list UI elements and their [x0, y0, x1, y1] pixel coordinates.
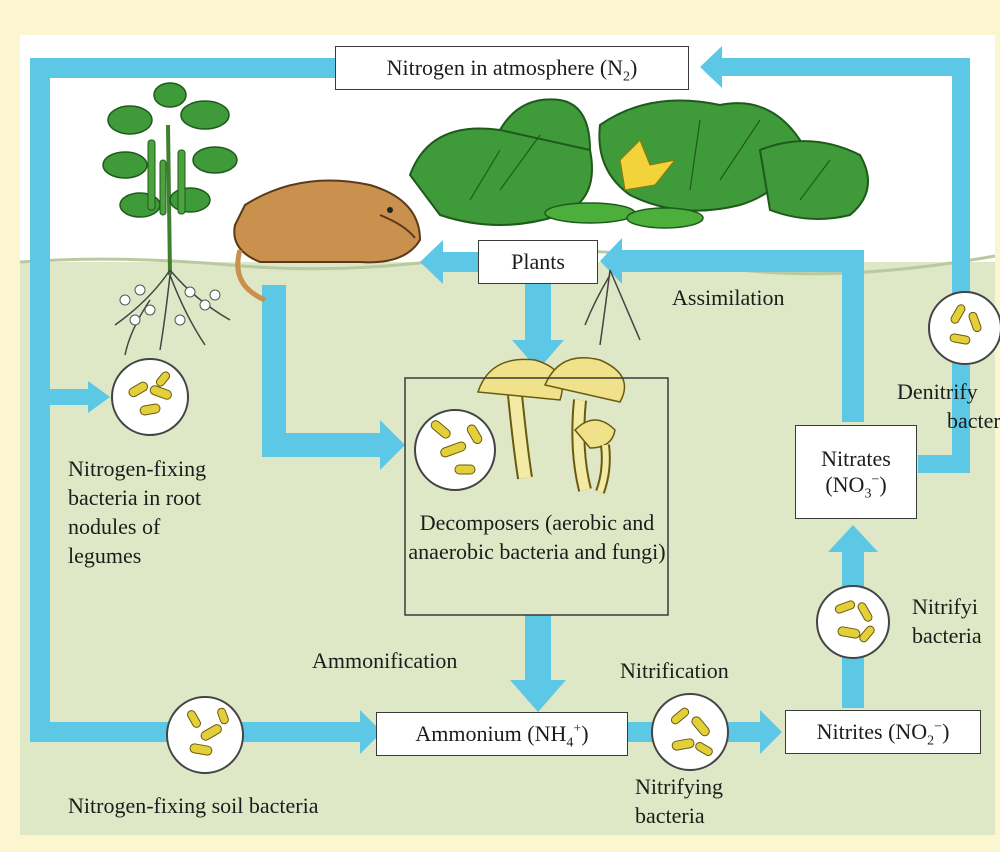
bacteria-icon — [112, 359, 188, 435]
assimilation-label: Assimilation — [672, 283, 784, 312]
nitrites-box: Nitrites (NO2−) — [785, 710, 981, 754]
plants-box: Plants — [478, 240, 598, 284]
nitrifying-bacteria-bottom-label: Nitrifying bacteria — [635, 772, 723, 827]
nitrites-label: Nitrites (NO2−) — [817, 719, 950, 745]
bacteria-icon — [415, 410, 495, 490]
root-bacteria-label: Nitrogen-fixing bacteria in root nodules… — [68, 454, 206, 570]
bacteria-icon — [929, 292, 1000, 364]
nitrifying-bacteria-right-label: Nitrifyi bacteria — [912, 592, 982, 650]
arrow-mole-down — [262, 285, 286, 455]
plants-label: Plants — [511, 249, 565, 275]
bacteria-icon — [817, 586, 889, 658]
arrow-assimilation-horizontal — [620, 250, 864, 272]
arrow-plants-down — [525, 283, 551, 345]
ammonium-box: Ammonium (NH4+) — [376, 712, 628, 756]
arrow-mole-right — [262, 433, 384, 457]
ammonium-label: Ammonium (NH4+) — [415, 721, 588, 747]
nitrates-box: Nitrates (NO3−) — [795, 425, 917, 519]
arrow-assimilation-vertical — [842, 250, 864, 422]
arrow-decomposers-down — [525, 615, 551, 685]
nitrates-formula: (NO3−) — [825, 472, 886, 498]
nitrification-label: Nitrification — [620, 656, 729, 685]
arrow-plants-left — [440, 252, 478, 272]
bacteria-icon — [167, 697, 243, 773]
ammonification-label: Ammonification — [312, 646, 457, 675]
arrow-atmosphere-left — [30, 58, 335, 78]
atmosphere-label: Nitrogen in atmosphere (N2) — [387, 55, 638, 81]
nitrates-label: Nitrates — [821, 446, 891, 472]
arrow-top-right — [720, 58, 970, 76]
soil-bacteria-label: Nitrogen-fixing soil bacteria — [68, 791, 318, 820]
atmosphere-box: Nitrogen in atmosphere (N2) — [335, 46, 689, 90]
arrow-branch-root-bacteria — [30, 389, 90, 405]
decomposers-text: Decomposers (aerobic and anaerobic bacte… — [407, 508, 667, 566]
denitrifying-bacteria-label: Denitrify bacter — [897, 377, 1000, 435]
bacteria-icon — [652, 694, 728, 770]
